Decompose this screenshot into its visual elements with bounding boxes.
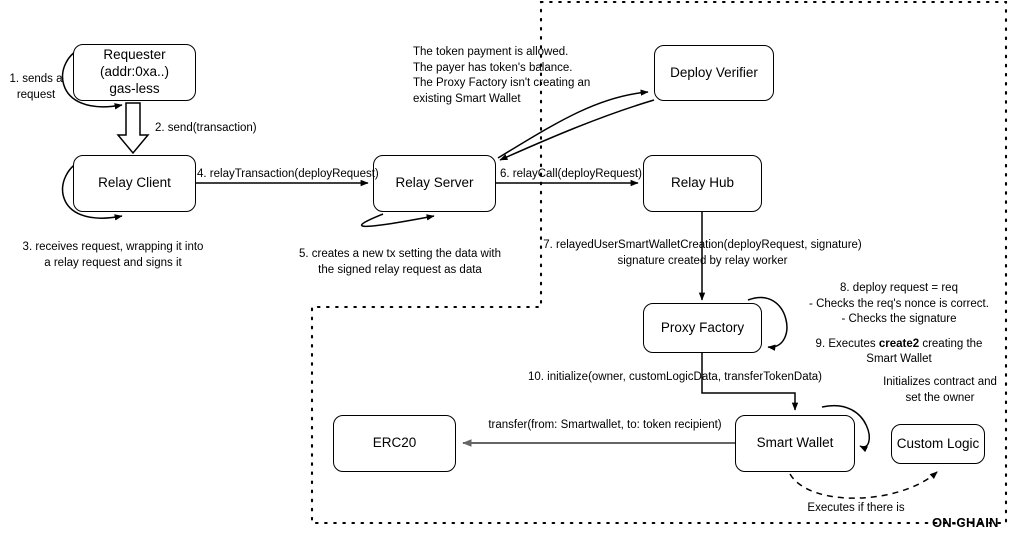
label-step-9-prefix: 9. Executes	[815, 337, 879, 350]
label-executes-note: Executes if there is	[807, 502, 905, 514]
label-step-6: 6. relayCall(deployRequest)	[500, 168, 642, 180]
label-verifier-note: The token payment is allowed. The payer …	[413, 46, 591, 105]
node-relay-server[interactable]: Relay Server	[373, 155, 496, 212]
label-step-9: 9. Executes create2 creating the Smart W…	[790, 321, 1008, 368]
node-custom-logic[interactable]: Custom Logic	[891, 424, 985, 464]
node-proxy-factory[interactable]: Proxy Factory	[643, 303, 762, 353]
node-erc20[interactable]: ERC20	[333, 415, 456, 472]
arrow-deploy-verifier	[497, 89, 655, 161]
node-erc20-label: ERC20	[372, 435, 417, 451]
node-smart-wallet[interactable]: Smart Wallet	[735, 415, 855, 472]
node-proxy-factory-label: Proxy Factory	[660, 319, 745, 335]
label-transfer-note: transfer(from: Smartwallet, to: token re…	[488, 419, 722, 431]
node-requester-label: Requester (addr:0xa..) gas-less	[99, 47, 170, 96]
node-relay-hub-label: Relay Hub	[670, 175, 735, 191]
node-custom-logic-label: Custom Logic	[896, 435, 980, 451]
label-step-9-create2: create2	[878, 337, 920, 350]
arrow-step-5	[361, 213, 435, 228]
node-deploy-verifier-label: Deploy Verifier	[670, 64, 758, 80]
node-deploy-verifier[interactable]: Deploy Verifier	[654, 45, 774, 101]
label-step-9-suffix: creating the Smart Wallet	[866, 337, 983, 366]
label-step-7: 7. relayedUserSmartWalletCreation(deploy…	[543, 239, 862, 267]
node-relay-server-label: Relay Server	[395, 175, 474, 191]
label-step-8: 8. deploy request = req - Checks the req…	[809, 282, 989, 326]
arrow-step-2	[116, 102, 150, 155]
node-relay-client[interactable]: Relay Client	[73, 155, 196, 212]
arrow-step-8-9	[747, 296, 788, 351]
arrow-smart-wallet-loop	[821, 404, 871, 453]
node-relay-hub[interactable]: Relay Hub	[643, 155, 762, 212]
label-step-1: 1. sends a request	[9, 73, 63, 101]
label-step-2: 2. send(transaction)	[155, 122, 257, 134]
label-step-3: 3. receives request, wrapping it into a …	[22, 241, 204, 269]
node-relay-client-label: Relay Client	[98, 175, 171, 191]
label-initializes-note: Initializes contract and set the owner	[883, 376, 997, 404]
arrow-executes-if-there-is	[789, 471, 938, 499]
arrow-step-10	[701, 352, 799, 411]
label-step-5: 5. creates a new tx setting the data wit…	[298, 248, 501, 276]
node-requester[interactable]: Requester (addr:0xa..) gas-less	[73, 44, 196, 101]
on-chain-boundary	[310, 0, 1008, 525]
on-chain-boundary-label: ON-CHAIN	[932, 515, 999, 530]
label-step-4: 4. relayTransaction(deployRequest)	[197, 168, 379, 180]
label-step-10: 10. initialize(owner, customLogicData, t…	[527, 371, 823, 383]
node-smart-wallet-label: Smart Wallet	[756, 435, 834, 451]
